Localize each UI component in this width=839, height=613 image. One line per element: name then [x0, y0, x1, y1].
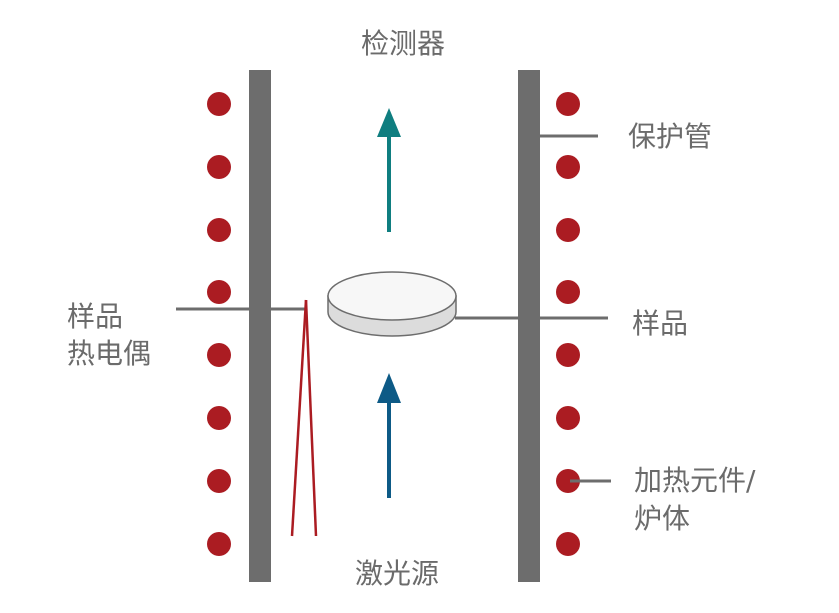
heater-dot — [207, 406, 231, 430]
tube-wall-right — [518, 70, 540, 582]
heater-dot — [556, 280, 580, 304]
sample-disc-top — [327, 271, 457, 321]
heater-dot — [207, 343, 231, 367]
thermocouple-wires — [290, 299, 318, 537]
heater-dot — [207, 218, 231, 242]
label-laser-source: 激光源 — [355, 557, 439, 590]
heater-dot — [556, 532, 580, 556]
heater-dot — [556, 469, 580, 493]
heater-dots-right — [556, 92, 580, 556]
heater-dot — [207, 92, 231, 116]
heater-dots-left — [207, 92, 231, 556]
label-protective-tube: 保护管 — [628, 120, 712, 153]
label-heating-element-line2: 炉体 — [634, 502, 690, 535]
label-detector: 检测器 — [361, 27, 445, 60]
heater-dot — [556, 406, 580, 430]
sample-disc — [327, 271, 457, 337]
laser-arrow — [377, 373, 401, 498]
label-sample-right: 样品 — [632, 307, 688, 340]
label-thermocouple: 热电偶 — [67, 337, 151, 370]
heater-dot — [556, 218, 580, 242]
heater-dot — [556, 343, 580, 367]
detector-arrow — [377, 108, 401, 232]
detector-arrow-head — [377, 108, 401, 137]
tube-wall-left — [249, 70, 271, 582]
heater-dot — [207, 280, 231, 304]
label-heating-element-line1: 加热元件/ — [634, 464, 756, 497]
laser-arrow-head — [377, 373, 401, 403]
heater-dot — [207, 532, 231, 556]
label-sample-left: 样品 — [67, 300, 123, 333]
heater-dot — [556, 92, 580, 116]
heater-dot — [207, 469, 231, 493]
thermocouple-wire-a — [290, 299, 308, 537]
heater-dot — [207, 155, 231, 179]
heater-dot — [556, 155, 580, 179]
thermocouple-wire-b — [304, 299, 318, 537]
